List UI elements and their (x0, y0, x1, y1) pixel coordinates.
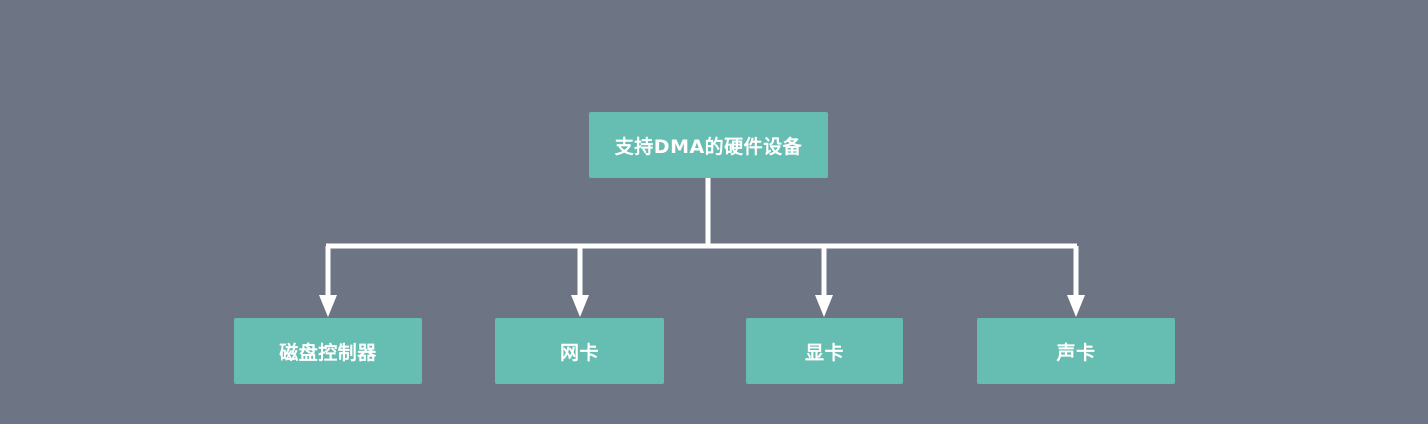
arrowhead-disk-controller (319, 295, 337, 317)
child-node-disk-controller: 磁盘控制器 (234, 318, 422, 384)
child-node-network-card: 网卡 (495, 318, 664, 384)
arrowhead-graphics-card (815, 295, 833, 317)
child-node-sound-card: 声卡 (977, 318, 1175, 384)
arrowhead-network-card (571, 295, 589, 317)
root-node: 支持DMA的硬件设备 (589, 112, 828, 178)
child-node-graphics-card: 显卡 (746, 318, 903, 384)
arrowhead-sound-card (1067, 295, 1085, 317)
